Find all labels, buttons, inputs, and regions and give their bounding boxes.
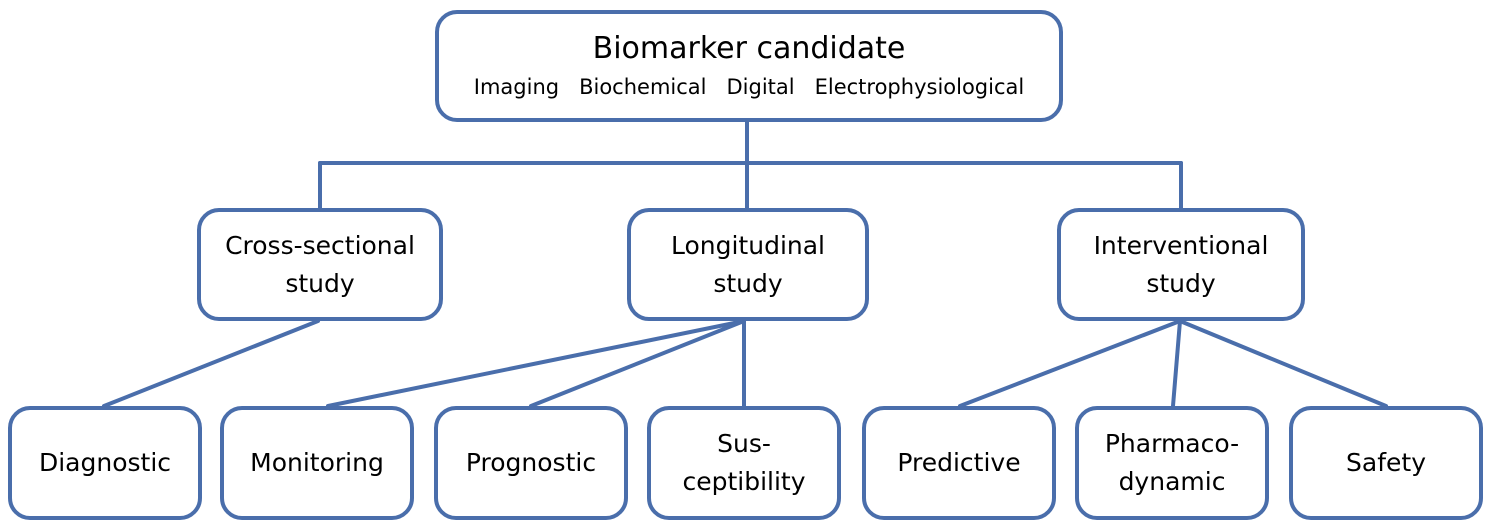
safety-box: Safety (1289, 406, 1483, 520)
diagnostic-link-line (102, 319, 320, 408)
biomarker-type-digital: Digital (726, 75, 795, 99)
susceptibility-label-line: Sus- (717, 429, 771, 458)
biomarker-type-biochemical: Biochemical (579, 75, 707, 99)
monitoring-box: Monitoring (220, 406, 414, 520)
pharmacodynamic-label-line: dynamic (1118, 467, 1226, 496)
predictive-box: Predictive (862, 406, 1056, 520)
cross-sectional-study-box: Cross-sectional study (197, 208, 443, 321)
biomarker-candidate-title: Biomarker candidate (592, 31, 906, 66)
biomarker-types-list: Imaging Biochemical Digital Electrophysi… (474, 70, 1024, 104)
prognostic-link-line (529, 319, 746, 408)
predictive-label-line: Predictive (897, 448, 1021, 477)
diagnostic-label-line: Diagnostic (38, 448, 172, 477)
diagnostic-box: Diagnostic (8, 406, 202, 520)
longitudinal-study-label-line: study (713, 268, 783, 298)
cross-sectional-study-label-line: study (285, 268, 355, 298)
biomarker-type-imaging: Imaging (473, 75, 560, 99)
interventional-study-label-line: study (1146, 268, 1216, 298)
longitudinal-study-box: Longitudinal study (627, 208, 869, 321)
prognostic-label-line: Prognostic (465, 448, 597, 477)
biomarker-type-electrophysiological: Electrophysiological (814, 75, 1025, 99)
monitoring-label-line: Monitoring (250, 448, 384, 477)
interventional-study-box: Interventional study (1057, 208, 1305, 321)
safety-link-line (1178, 319, 1388, 408)
cross-sectional-study-label-line: Cross-sectional (225, 230, 415, 260)
susceptibility-label-line: ceptibility (682, 467, 806, 496)
biomarker-candidate-box: Biomarker candidate Imaging Biochemical … (435, 10, 1063, 122)
pharmacodynamic-label-line: Pharmaco- (1104, 429, 1240, 458)
pharmacodynamic-link-line (1171, 319, 1182, 408)
prognostic-box: Prognostic (434, 406, 628, 520)
pharmacodynamic-box: Pharmaco-dynamic (1075, 406, 1269, 520)
predictive-link-line (958, 319, 1182, 408)
safety-label-line: Safety (1346, 448, 1426, 477)
susceptibility-box: Sus-ceptibility (647, 406, 841, 520)
monitoring-link-line (326, 319, 746, 408)
interventional-study-label-line: Interventional (1093, 230, 1269, 260)
longitudinal-study-label-line: Longitudinal (670, 230, 826, 260)
